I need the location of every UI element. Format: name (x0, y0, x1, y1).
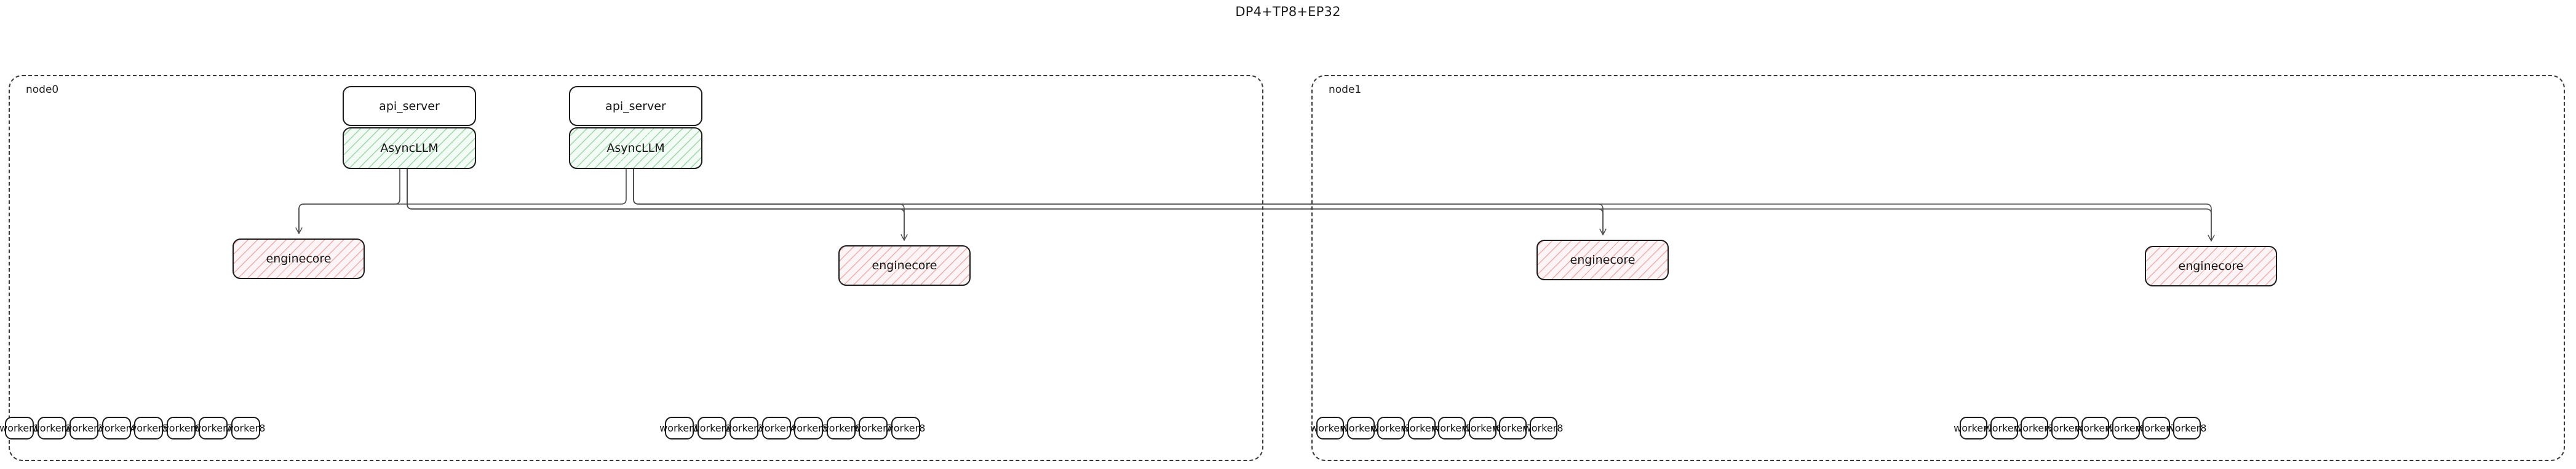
worker-label: worker8 (885, 422, 926, 434)
worker-node[interactable]: worker6 (161, 417, 201, 439)
worker-node[interactable]: worker1 (1954, 417, 1994, 439)
worker-node[interactable]: worker5 (129, 417, 169, 439)
worker-label: worker1 (1954, 422, 1994, 434)
asyncllm-node-0[interactable]: AsyncLLM (343, 127, 476, 169)
asyncllm-label: AsyncLLM (606, 141, 665, 155)
worker-label: worker2 (1340, 422, 1381, 434)
worker-node[interactable]: worker8 (2167, 417, 2206, 439)
worker-label: worker6 (2105, 422, 2146, 434)
enginecore-node-0[interactable]: enginecore (233, 238, 365, 279)
worker-node[interactable]: worker1 (0, 417, 39, 439)
worker-label: worker4 (756, 422, 797, 434)
enginecore-node-2[interactable]: enginecore (1536, 240, 1669, 280)
worker-label: worker2 (31, 422, 72, 434)
worker-node[interactable]: worker7 (193, 417, 233, 439)
worker-node[interactable]: worker6 (2106, 417, 2145, 439)
asyncllm-label: AsyncLLM (380, 141, 439, 155)
worker-label: worker3 (64, 422, 104, 434)
worker-node[interactable]: worker8 (886, 417, 925, 439)
worker-node[interactable]: worker4 (97, 417, 136, 439)
worker-label: worker8 (225, 422, 266, 434)
worker-label: worker4 (2045, 422, 2085, 434)
worker-label: worker6 (821, 422, 861, 434)
worker-node[interactable]: worker4 (2045, 417, 2085, 439)
worker-label: worker5 (789, 422, 829, 434)
worker-node[interactable]: worker7 (853, 417, 893, 439)
worker-node[interactable]: worker7 (1493, 417, 1533, 439)
worker-node[interactable]: worker8 (1524, 417, 1563, 439)
worker-label: worker3 (724, 422, 764, 434)
api-server-label: api_server (605, 99, 666, 113)
worker-node[interactable]: worker2 (1341, 417, 1380, 439)
worker-label: worker7 (193, 422, 233, 434)
worker-label: worker2 (691, 422, 732, 434)
worker-label: worker3 (2014, 422, 2054, 434)
worker-label: worker6 (1462, 422, 1503, 434)
worker-node[interactable]: worker3 (1371, 417, 1411, 439)
worker-node[interactable]: worker2 (1984, 417, 2024, 439)
worker-label: worker1 (1310, 422, 1350, 434)
worker-label: worker1 (0, 422, 39, 434)
worker-label: worker7 (853, 422, 893, 434)
worker-label: worker1 (659, 422, 699, 434)
worker-label: worker8 (2166, 422, 2207, 434)
worker-label: worker5 (1432, 422, 1472, 434)
worker-label: worker2 (1984, 422, 2024, 434)
worker-label: worker5 (2075, 422, 2115, 434)
worker-node[interactable]: worker4 (757, 417, 796, 439)
cluster-label-node0: node0 (26, 84, 59, 96)
worker-label: worker5 (129, 422, 169, 434)
worker-label: worker8 (1523, 422, 1564, 434)
worker-node[interactable]: worker2 (32, 417, 71, 439)
worker-node[interactable]: worker4 (1402, 417, 1441, 439)
worker-label: worker4 (1401, 422, 1442, 434)
enginecore-label: enginecore (1570, 253, 1636, 267)
worker-label: worker6 (161, 422, 201, 434)
worker-node[interactable]: worker1 (659, 417, 699, 439)
worker-label: worker4 (96, 422, 137, 434)
enginecore-node-3[interactable]: enginecore (2145, 246, 2277, 286)
worker-node[interactable]: worker7 (2136, 417, 2176, 439)
enginecore-label: enginecore (2178, 259, 2244, 273)
worker-label: worker3 (1371, 422, 1411, 434)
cluster-node0: node0 (9, 75, 1263, 461)
worker-node[interactable]: worker3 (2014, 417, 2054, 439)
worker-label: worker7 (2136, 422, 2176, 434)
worker-node[interactable]: worker6 (821, 417, 861, 439)
enginecore-label: enginecore (266, 252, 332, 266)
worker-node[interactable]: worker5 (2075, 417, 2115, 439)
worker-node[interactable]: worker3 (724, 417, 764, 439)
worker-node[interactable]: worker2 (692, 417, 731, 439)
worker-node[interactable]: worker1 (1310, 417, 1350, 439)
worker-node[interactable]: worker5 (789, 417, 829, 439)
asyncllm-node-1[interactable]: AsyncLLM (569, 127, 702, 169)
cluster-node1: node1 (1311, 75, 2565, 461)
worker-node[interactable]: worker6 (1463, 417, 1502, 439)
worker-node[interactable]: worker3 (64, 417, 104, 439)
cluster-label-node1: node1 (1329, 84, 1362, 96)
enginecore-label: enginecore (872, 259, 937, 272)
worker-node[interactable]: worker8 (226, 417, 265, 439)
api-server-label: api_server (379, 99, 440, 113)
enginecore-node-1[interactable]: enginecore (838, 245, 971, 286)
page-title: DP4+TP8+EP32 (1235, 4, 1341, 19)
worker-node[interactable]: worker5 (1432, 417, 1472, 439)
api-server-node-1[interactable]: api_server (569, 86, 702, 126)
worker-label: worker7 (1493, 422, 1533, 434)
api-server-node-0[interactable]: api_server (343, 86, 476, 126)
